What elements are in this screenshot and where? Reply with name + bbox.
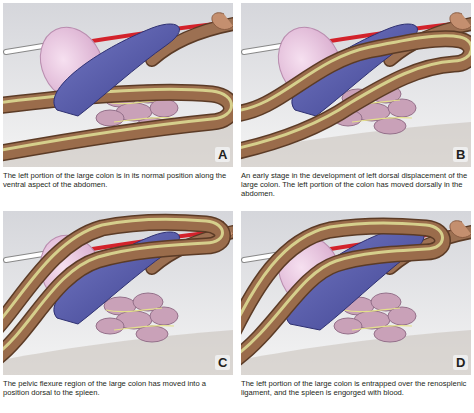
panel-b-art [234, 3, 472, 168]
panel-letter: D [453, 355, 468, 370]
panel: C The pelvic flexure region of the large … [2, 210, 234, 398]
panel: B An early stage in the development of le… [240, 2, 472, 199]
panel-caption: The left portion of the large colon is e… [241, 379, 471, 397]
panel-c-art [0, 211, 234, 376]
panel-d-art [234, 211, 472, 376]
panel-letter: A [215, 147, 230, 162]
panel-letter: C [215, 355, 230, 370]
panel-caption: An early stage in the development of lef… [241, 171, 471, 198]
panel-caption: The pelvic flexure region of the large c… [3, 379, 233, 397]
panel-caption: The left portion of the large colon is i… [3, 171, 233, 189]
panel: A The left portion of the large colon is … [2, 2, 234, 190]
panel: D The left portion of the large colon is … [240, 210, 472, 398]
panel-a-art [0, 3, 234, 168]
panel-letter: B [453, 147, 468, 162]
